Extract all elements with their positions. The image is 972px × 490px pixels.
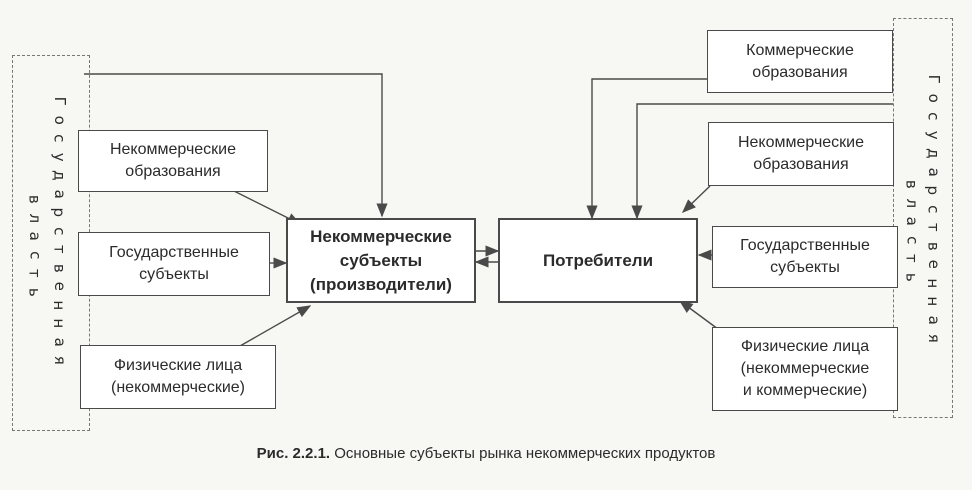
left-government-letter: с	[26, 250, 45, 259]
figure-caption-text: Основные субъекты рынка некоммерческих п…	[334, 445, 716, 462]
producers-box: Некоммерческие субъекты (производители)	[286, 218, 476, 303]
right-government-letter: е	[924, 259, 943, 269]
left-government-letter: е	[50, 281, 69, 291]
figure-caption-label: Рис. 2.2.1.	[256, 445, 331, 462]
right-government-letter: д	[924, 148, 943, 159]
right-government-letter: ь	[903, 272, 922, 282]
arrow-right-noncommercial-to-consumers	[681, 185, 711, 213]
right-government-letter: н	[924, 296, 943, 307]
left-individuals-box: Физические лица (некоммерческие)	[80, 345, 276, 409]
right-government-letter: р	[924, 185, 943, 196]
consumers-box: Потребители	[498, 218, 698, 303]
left-state-subjects-box: Государственные субъекты	[78, 232, 270, 296]
arrow-right-individuals-to-consumers	[678, 300, 723, 333]
left-government-letter: у	[50, 152, 69, 162]
left-government-letter: я	[50, 355, 69, 365]
arrow-right-gov-to-consumers	[631, 103, 893, 220]
right-government-letter: у	[924, 130, 943, 140]
right-government-letter: о	[924, 93, 943, 103]
left-government-letter: а	[50, 189, 69, 199]
left-government-letter: с	[50, 226, 69, 235]
left-government-letter: д	[50, 170, 69, 181]
right-government-letter: н	[924, 277, 943, 288]
right-government-letter: т	[903, 253, 922, 263]
right-government-letter: а	[924, 315, 943, 325]
right-government-letter: Г	[924, 74, 943, 84]
arrow-left-gov-to-producers	[84, 73, 388, 218]
left-government-letter: о	[50, 115, 69, 125]
left-government-letter: т	[26, 268, 45, 278]
left-government-letter: а	[26, 231, 45, 241]
left-government-letter: л	[26, 212, 45, 223]
left-government-letter: н	[50, 318, 69, 329]
arrow-right-commercial-to-consumers	[586, 78, 707, 220]
left-noncommercial-orgs-box: Некоммерческие образования	[78, 130, 268, 192]
left-government-letter: Г	[50, 96, 69, 106]
right-government-letter: в	[903, 179, 922, 189]
left-government-letter: н	[50, 299, 69, 310]
right-noncommercial-orgs-box: Некоммерческие образования	[708, 122, 894, 186]
right-commercial-orgs-box: Коммерческие образования	[707, 30, 893, 93]
left-government-letter: с	[50, 134, 69, 143]
left-government-letter: в	[50, 263, 69, 273]
arrow-left-individuals-to-producers	[239, 305, 312, 347]
left-government-letter: в	[26, 194, 45, 204]
right-government-letter: в	[924, 241, 943, 251]
right-government-letter: а	[903, 216, 922, 226]
left-government-letter: ь	[26, 287, 45, 297]
right-government-letter: я	[924, 333, 943, 343]
right-state-subjects-box: Государственные субъекты	[712, 226, 898, 288]
right-government-letter: а	[924, 167, 943, 177]
right-government-letter: с	[924, 112, 943, 121]
left-government-letter: а	[50, 337, 69, 347]
right-government-frame	[893, 18, 953, 418]
left-government-letter: р	[50, 207, 69, 218]
right-government-letter: т	[924, 222, 943, 232]
right-government-letter: с	[924, 204, 943, 213]
left-government-letter: т	[50, 244, 69, 254]
right-government-letter: л	[903, 197, 922, 208]
right-individuals-box: Физические лица (некоммерческие и коммер…	[712, 327, 898, 411]
right-government-letter: с	[903, 235, 922, 244]
figure-caption: Рис. 2.2.1. Основные субъекты рынка неко…	[0, 445, 972, 462]
